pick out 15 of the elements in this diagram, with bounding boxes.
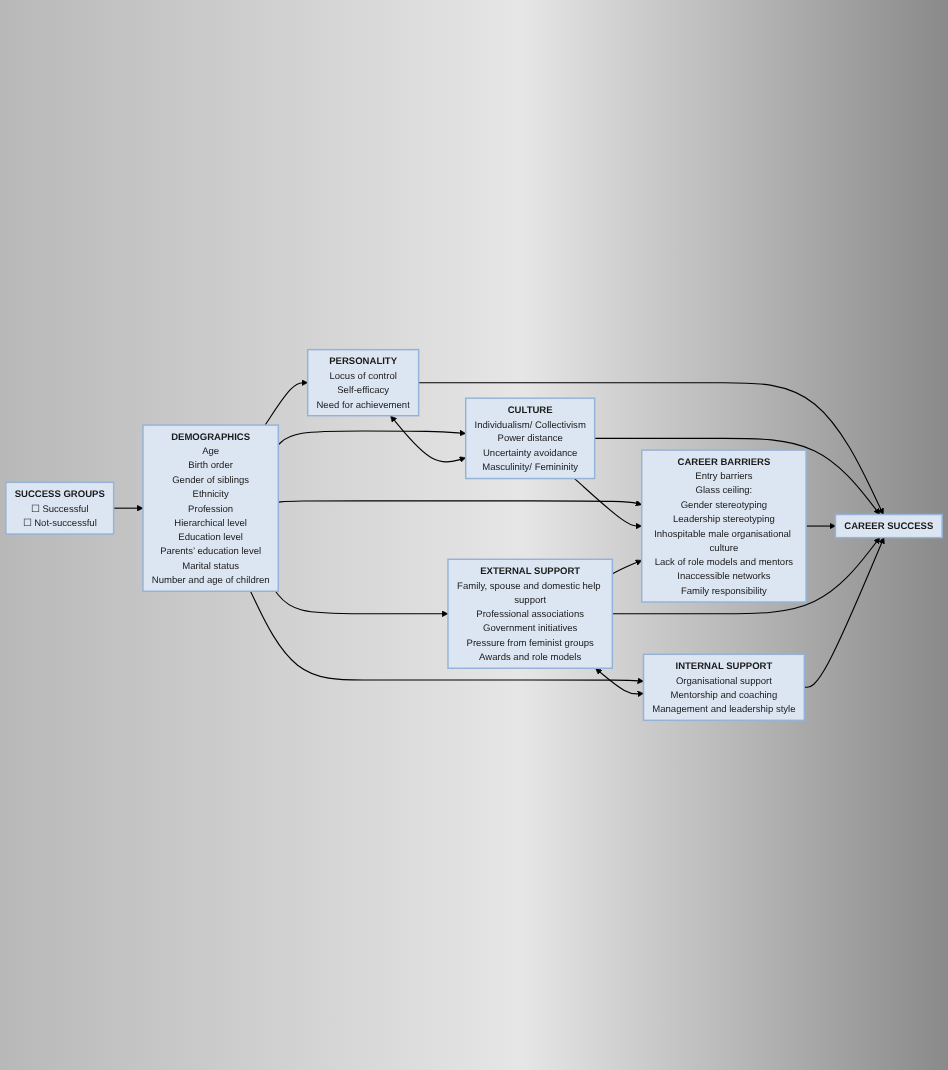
- arrow: [611, 537, 881, 615]
- arrow: [803, 537, 885, 688]
- arrow: [611, 559, 642, 575]
- arrow: [418, 382, 884, 515]
- arrow: [574, 478, 642, 530]
- arrow: [390, 415, 466, 463]
- arrow: [264, 379, 308, 426]
- arrow: [274, 590, 449, 617]
- arrow: [249, 590, 644, 684]
- arrow: [594, 437, 881, 515]
- arrow: [277, 429, 466, 446]
- arrow: [277, 500, 642, 507]
- arrow: [113, 504, 144, 512]
- arrow: [805, 522, 836, 530]
- arrow: [595, 668, 644, 698]
